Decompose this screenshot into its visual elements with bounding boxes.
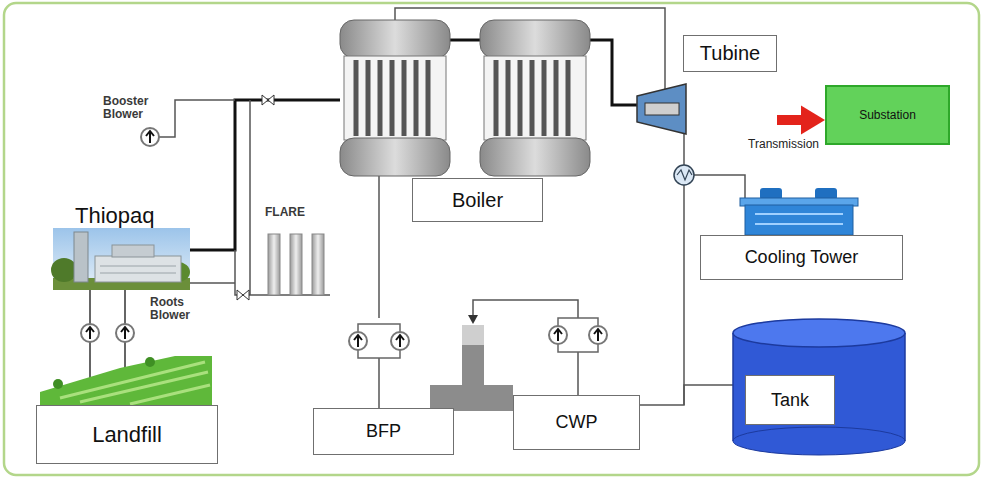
pump-symbol (141, 128, 159, 146)
pump-arrow (554, 329, 562, 341)
boiler-drum (484, 56, 586, 140)
turbine-group: Tubine (630, 35, 777, 135)
edge-label: Transmission (746, 137, 821, 151)
valve (237, 290, 249, 300)
turbine-rotor (645, 103, 679, 115)
pump-arrow (146, 131, 154, 143)
flare-stack (268, 234, 280, 295)
label-box: Boiler (412, 178, 543, 222)
node-heading: Thiopaq (75, 203, 165, 229)
boiler-group: Boiler (340, 20, 590, 222)
connector-line (378, 222, 380, 318)
plant-building (112, 245, 154, 257)
thiopaq-group: Thiopaq (53, 203, 190, 290)
pump-symbol (116, 324, 134, 342)
label-box: Tank (745, 375, 835, 425)
pump-symbol (81, 324, 99, 342)
valve (262, 95, 274, 105)
tank-cylinder (733, 319, 905, 347)
plant-building (95, 256, 181, 282)
label-box: Tubine (683, 35, 777, 72)
part-label: FLARE (265, 206, 305, 219)
pipe (190, 100, 330, 295)
deaerator (462, 325, 484, 347)
pump-arrow (396, 335, 404, 347)
tree (53, 379, 63, 389)
pump-arrow (594, 329, 602, 341)
pump-symbol (391, 332, 409, 350)
part-label: Roots Blower (150, 296, 208, 322)
pump-arrow (121, 327, 129, 339)
pipe (159, 100, 235, 137)
turbine-symbol (637, 84, 686, 134)
connector (90, 290, 91, 355)
cooling-tower-group: Cooling Tower (700, 190, 903, 280)
pipe (450, 39, 480, 42)
condenser-symbol (674, 165, 694, 185)
landfill-hill (60, 362, 210, 404)
pump-symbol (549, 326, 567, 344)
cwp-group: CWP (513, 313, 640, 450)
arrow-head (801, 106, 825, 135)
pump-symbol (391, 332, 409, 350)
deaerator (462, 345, 484, 387)
pump-symbol (589, 326, 607, 344)
bfp-group: BFP (313, 318, 454, 455)
flare-stack (312, 234, 324, 295)
connector-line (89, 290, 91, 355)
connector (640, 385, 733, 405)
pump-symbol (349, 332, 367, 350)
node-label: Substation (859, 108, 916, 122)
boiler-drum (480, 138, 590, 176)
pipe (379, 175, 578, 408)
connector (190, 100, 340, 250)
arrow-head (468, 315, 478, 324)
connector-line (124, 290, 126, 355)
boiler-drum (480, 20, 590, 58)
plant-windows (100, 266, 176, 273)
plant-photo (53, 228, 190, 290)
tree (145, 357, 155, 367)
substation-box: Substation (825, 85, 950, 145)
connector (379, 222, 380, 318)
connector (777, 106, 825, 135)
plant-tower (74, 232, 88, 282)
pump-arrow (354, 335, 362, 347)
connector (590, 40, 630, 105)
connector-line (590, 40, 630, 105)
landfill-hill (40, 356, 212, 405)
boiler-drum (340, 138, 450, 176)
boiler-tubes (356, 60, 428, 136)
label-box: BFP (313, 408, 454, 455)
connector-line (190, 100, 340, 250)
tank-cylinder (733, 333, 905, 441)
tree (51, 258, 77, 282)
label-box: Landfill (36, 405, 218, 464)
pump-symbol (589, 326, 607, 344)
label-box: Cooling Tower (700, 235, 903, 280)
pump-symbol (81, 324, 99, 342)
connector-line (640, 385, 733, 405)
tank-cylinder (733, 427, 905, 455)
pump-arrow (86, 327, 94, 339)
pump-symbol (349, 332, 367, 350)
label-box: CWP (513, 395, 640, 450)
part-label: Booster Blower (103, 95, 161, 121)
connector (125, 290, 126, 355)
condenser-coil (677, 170, 692, 180)
pump-symbol (141, 128, 159, 146)
flare-stack (290, 234, 302, 295)
boiler-drum (344, 56, 446, 140)
pump-symbol (549, 326, 567, 344)
boiler-drum (340, 20, 450, 58)
tank-group: Tank (733, 318, 905, 456)
frame (4, 3, 979, 475)
pump-symbol (116, 324, 134, 342)
cooling-tower (745, 205, 853, 235)
boiler-tubes (496, 60, 568, 136)
tank-cylinder (733, 333, 905, 441)
landfill-group: Landfill (36, 355, 218, 464)
cooling-tower (755, 214, 843, 224)
